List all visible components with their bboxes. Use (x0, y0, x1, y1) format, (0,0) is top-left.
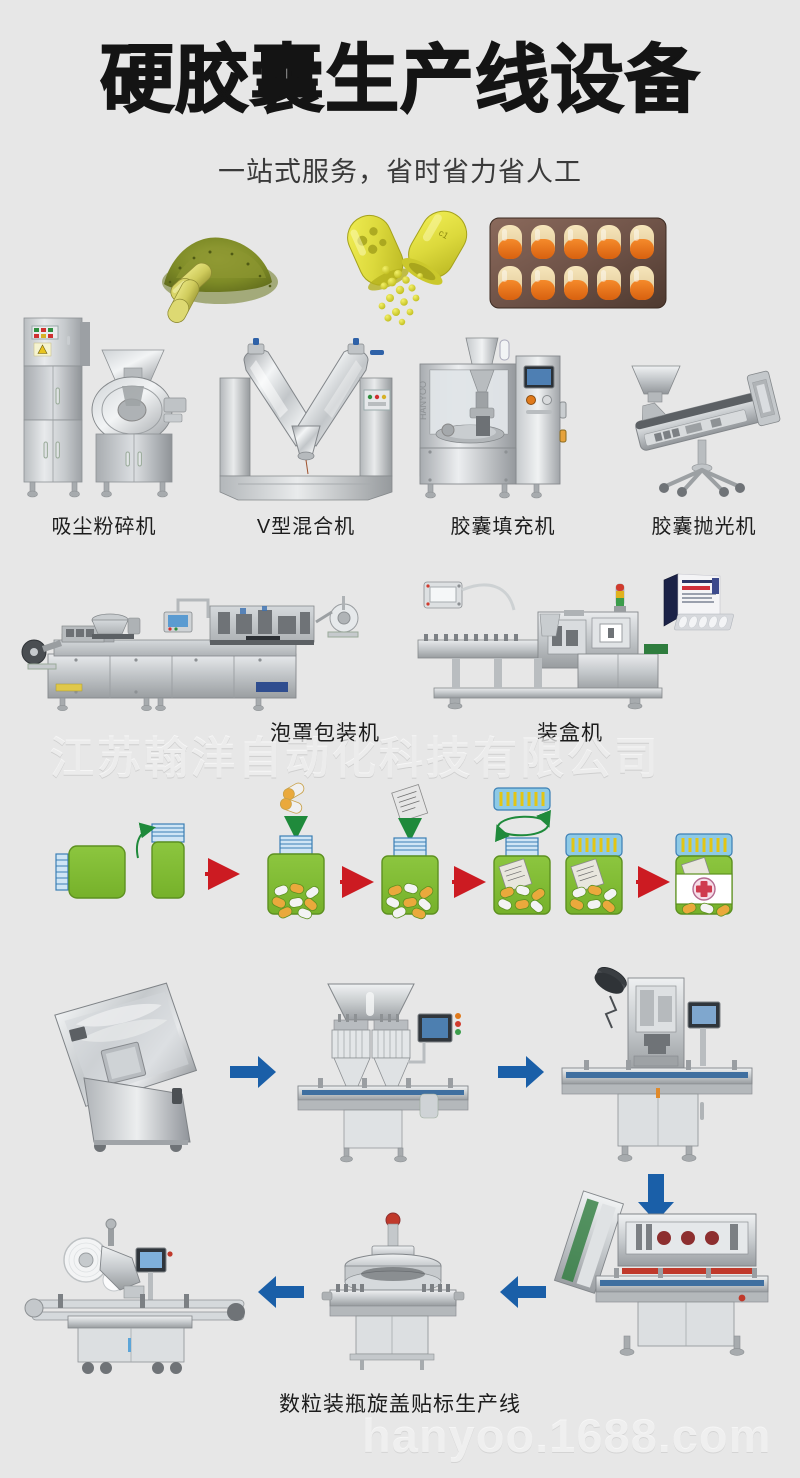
machine-image-v-type-mixer (218, 334, 394, 502)
machine-image-dust-collecting-pulverizer (14, 306, 192, 502)
flow-arrow-left-2 (256, 1272, 306, 1312)
svg-text:HANYOO: HANYOO (418, 381, 428, 420)
line-machine-bottle-unscrambler (40, 982, 220, 1158)
bottle-filling-process-flow (0, 782, 800, 942)
line-machine-capping-machine (546, 1190, 772, 1374)
flow-arrow-right-1 (228, 1052, 278, 1092)
flow-arrow-down (634, 1172, 678, 1224)
machine-label-cartoning-machine: 装盒机 (537, 722, 603, 745)
svg-text:c1: c1 (437, 228, 450, 241)
flow-arrow-right-2 (496, 1052, 546, 1092)
machine-label-dust-collecting-pulverizer: 吸尘粉碎机 (51, 516, 157, 538)
hero-image-capsule-pellets: c1 (340, 206, 480, 326)
production-line-caption: 数粒装瓶旋盖贴标生产线 (279, 1393, 521, 1416)
machine-image-capsule-filling-machine: HANYOO (414, 330, 594, 502)
line-machine-labeling-machine (24, 1212, 252, 1376)
line-machine-desiccant-inserter (556, 962, 756, 1170)
line-machine-aluminum-foil-sealer (308, 1212, 478, 1372)
page-subtitle: 一站式服务，省时省力省人工 (218, 157, 582, 187)
machine-label-capsule-polishing-machine: 胶囊抛光机 (651, 516, 757, 538)
machine-image-capsule-polishing-machine (622, 362, 788, 498)
flow-arrow-left-1 (498, 1272, 548, 1312)
machine-image-blister-packing-machine (10, 578, 382, 711)
machine-label-blister-packing-machine: 泡罩包装机 (270, 722, 380, 745)
hero-image-herb-powder (150, 212, 280, 323)
page-title: 硬胶囊生产线设备 (99, 37, 700, 122)
line-machine-capsule-counting-filler (288, 974, 478, 1164)
hero-image-blister-pack (488, 216, 668, 310)
machine-image-cartoning-machine (414, 570, 734, 710)
machine-label-v-type-mixer: V型混合机 (256, 516, 356, 538)
machine-label-capsule-filling-machine: 胶囊填充机 (450, 516, 556, 538)
